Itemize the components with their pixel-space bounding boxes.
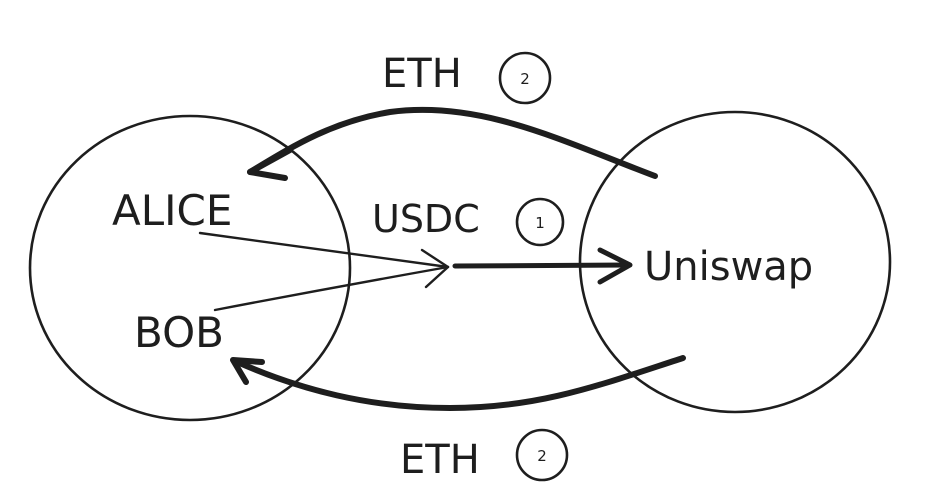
alice-usdc-arrow — [198, 231, 450, 269]
eth-to-bob-arrow — [232, 355, 686, 411]
uniswap-circle — [578, 110, 892, 414]
eth-top-label: ETH — [382, 51, 462, 97]
merge-arrowhead — [420, 248, 450, 289]
usdc-to-uniswap-arrow — [452, 262, 631, 269]
eth-top-step-number: 2 — [520, 70, 530, 88]
eth-top-step-badge — [498, 51, 552, 105]
usdc-label: USDC — [372, 197, 480, 241]
usdc-arrowhead — [597, 247, 633, 285]
usdc-step-number: 1 — [535, 214, 545, 232]
bob-label: BOB — [134, 308, 224, 357]
usdc-step-badge — [515, 197, 565, 247]
alice-label: ALICE — [112, 186, 232, 235]
eth-to-alice-arrowhead — [247, 147, 293, 181]
eth-bottom-step-number: 2 — [537, 447, 547, 465]
eth-to-alice-arrow — [247, 106, 658, 179]
users-circle — [28, 114, 352, 422]
eth-to-bob-arrowhead — [230, 357, 265, 385]
eth-bottom-step-badge — [515, 428, 569, 482]
eth-bottom-label: ETH — [400, 437, 480, 483]
uniswap-label: Uniswap — [644, 244, 813, 290]
bob-usdc-arrow — [213, 265, 450, 312]
